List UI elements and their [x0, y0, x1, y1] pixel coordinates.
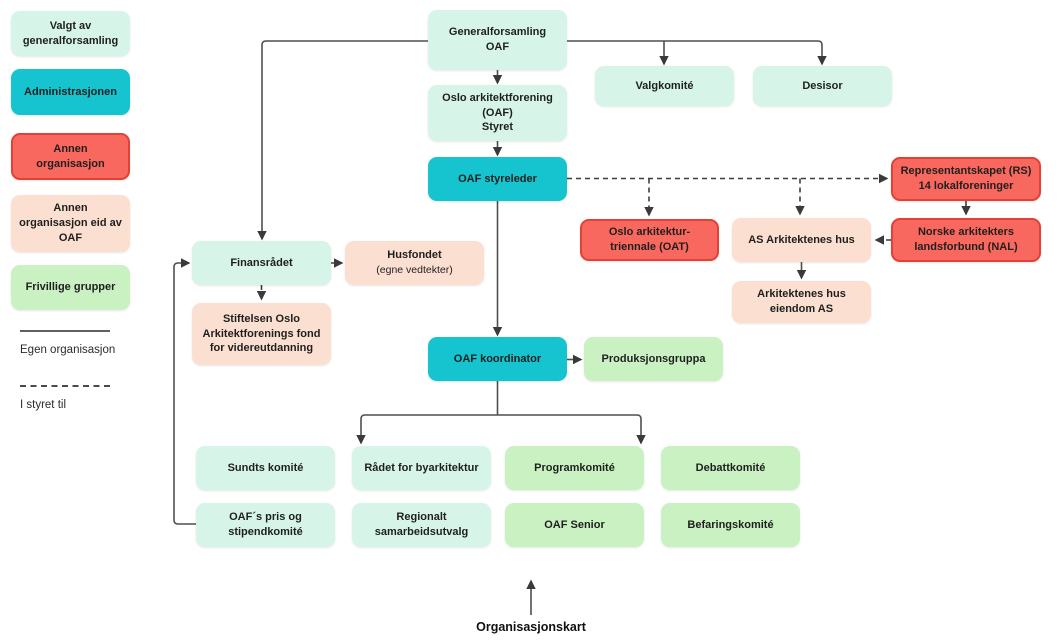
node-produksjonsgruppa: Produksjonsgruppa — [584, 337, 723, 381]
legend-item-frivillige-grupper: Frivillige grupper — [11, 265, 130, 310]
legend-item-valgt-av-generalforsamling: Valgt av generalforsamling — [11, 11, 130, 56]
node-radet-for-byarkitektur: Rådet for byarkitektur — [352, 446, 491, 490]
node-oaf-pris: OAF´s pris og stipendkomité — [196, 503, 335, 547]
legend-item-administrasjonen: Administrasjonen — [11, 69, 130, 115]
node-regionalt-samarbeidsutvalg: Regionalt samarbeidsutvalg — [352, 503, 491, 547]
legend-item-annen-organisasjon-eid-av-oaf: Annen organisasjon eid av OAF — [11, 195, 130, 252]
node-husfondet: Husfondet (egne vedtekter) — [345, 241, 484, 285]
husfondet-subtitle: (egne vedtekter) — [376, 264, 453, 277]
node-arkitektenes-hus-eiendom: Arkitektenes hus eiendom AS — [732, 281, 871, 323]
node-finansradet: Finansrådet — [192, 241, 331, 285]
node-styreleder: OAF styreleder — [428, 157, 567, 201]
node-generalforsamling: Generalforsamling OAF — [428, 10, 567, 70]
connector-generalforsamling-finansradet — [257, 40, 428, 241]
node-nal: Norske arkitekters landsforbund (NAL) — [891, 218, 1041, 262]
node-befaringskomite: Befaringskomité — [661, 503, 800, 547]
node-styret: Oslo arkitektforening (OAF) Styret — [428, 85, 567, 141]
husfondet-title: Husfondet — [387, 249, 442, 262]
legend-dashed-line-label: I styret til — [20, 399, 67, 411]
chart-caption: Organisasjonskart — [476, 620, 586, 634]
node-koordinator: OAF koordinator — [428, 337, 567, 381]
legend-solid-line-label: Egen organisasjon — [20, 344, 116, 356]
node-sundts-komite: Sundts komité — [196, 446, 335, 490]
connector-generalforsamling-desisor — [567, 40, 827, 66]
node-oaf-senior: OAF Senior — [505, 503, 644, 547]
node-representantskapet: Representantskapet (RS) 14 lokalforening… — [891, 157, 1041, 201]
connector-split-programkomite — [497, 414, 646, 445]
node-desisor: Desisor — [753, 66, 892, 106]
node-as-arkitektenes-hus: AS Arkitektenes hus — [732, 218, 871, 262]
node-debattkomite: Debattkomité — [661, 446, 800, 490]
legend-solid-line-sample — [20, 330, 110, 332]
node-programkomite: Programkomité — [505, 446, 644, 490]
connector-split-radet — [356, 414, 498, 445]
legend-dashed-line-sample — [20, 385, 110, 387]
legend-item-annen-organisasjon: Annen organisasjon — [11, 133, 130, 180]
connector-oafpris-finansradet-loop — [173, 258, 196, 525]
node-oat: Oslo arkitektur- triennale (OAT) — [580, 219, 719, 261]
node-valgkomite: Valgkomité — [595, 66, 734, 106]
node-stiftelsen: Stiftelsen Oslo Arkitektforenings fond f… — [192, 303, 331, 365]
